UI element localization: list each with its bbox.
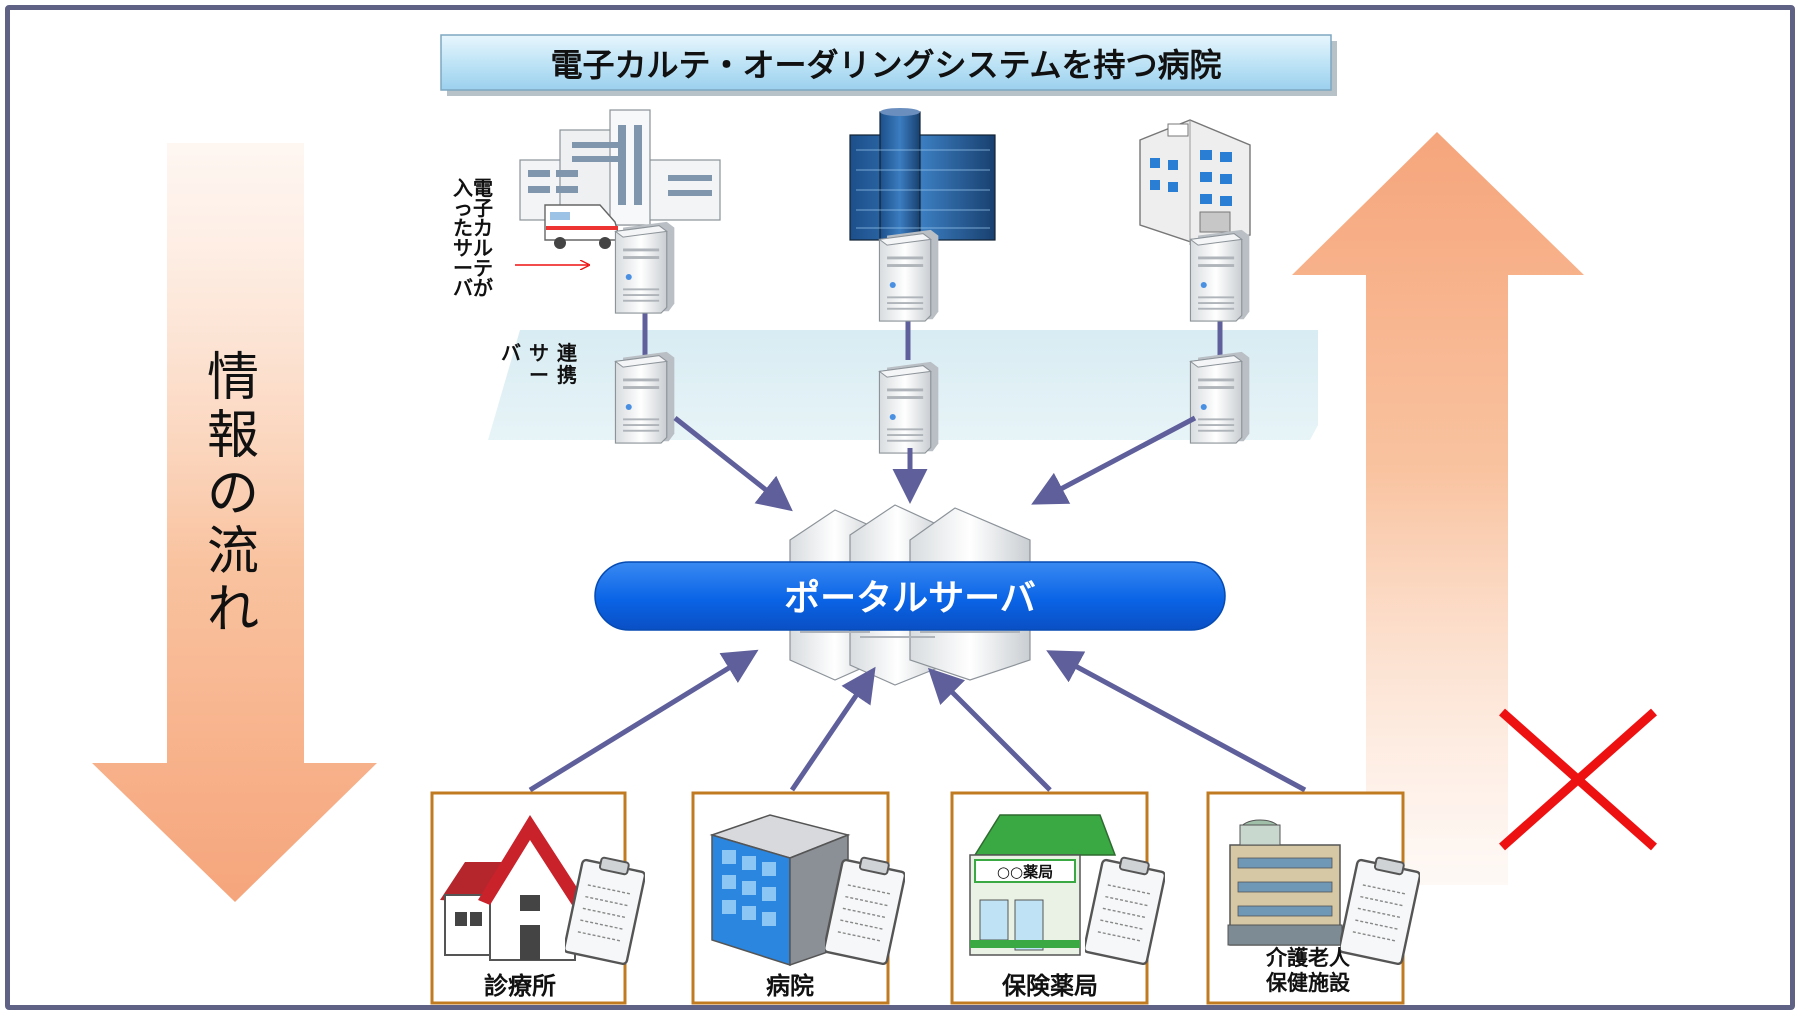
vertical-char: サ <box>529 341 549 365</box>
vertical-char: れ <box>207 580 259 640</box>
facility-card-clinic: 診療所 <box>430 791 645 1005</box>
ehr-server-icon-3 <box>1189 229 1250 322</box>
vertical-char: っ <box>453 196 473 220</box>
portal-label: ポータルサーバ <box>784 577 1036 619</box>
vertical-char: ル <box>473 236 493 260</box>
facility-card-pharmacy: ○○薬局 保険薬局 <box>950 791 1165 1005</box>
ehr-server-label-text: 電子カルテが 入ったサーバ <box>453 176 493 300</box>
vertical-char: ー <box>453 256 473 280</box>
vertical-char: 電 <box>473 176 493 200</box>
portal-server-pill: ポータルサーバ <box>594 561 1226 631</box>
facility-label: 保険薬局 <box>1001 972 1098 1000</box>
info-flow-arrow-up <box>1292 132 1584 885</box>
link-server-label: 連携サーバ <box>501 341 578 387</box>
clinic-house-icon <box>440 815 585 961</box>
hospital-building-left-icon <box>519 109 721 249</box>
page-title: 電子カルテ・オーダリングシステムを持つ病院 <box>550 46 1221 84</box>
ehr-server-label: 電子カルテが 入ったサーバ <box>453 176 588 300</box>
facility-label-line: 介護老人 <box>1265 946 1350 970</box>
vertical-char: の <box>207 464 259 524</box>
hospital-building-right-icon <box>1139 119 1251 246</box>
pharmacy-sign: ○○薬局 <box>997 863 1053 881</box>
upload-arrows <box>673 415 1197 512</box>
vertical-char: カ <box>473 216 493 240</box>
link-server-label-text: 連携サーバ <box>501 341 578 387</box>
vertical-char: バ <box>501 341 521 365</box>
facility-arrows <box>528 649 1307 793</box>
vertical-char: サ <box>453 236 473 260</box>
title-banner: 電子カルテ・オーダリングシステムを持つ病院 <box>440 34 1337 96</box>
vertical-char: 入 <box>453 176 473 200</box>
ehr-server-icon-1 <box>614 221 675 314</box>
vertical-char: 携 <box>557 363 577 387</box>
pharmacy-store-icon: ○○薬局 <box>969 814 1117 956</box>
facility-card-care-facility: 介護老人保健施設 <box>1206 791 1420 1005</box>
flow-label: 情報の流れ <box>207 348 259 640</box>
vertical-char: が <box>473 276 493 300</box>
vertical-char: ー <box>529 363 549 387</box>
facility-label: 病院 <box>766 972 814 1000</box>
vertical-char: 子 <box>473 196 493 220</box>
vertical-char: 報 <box>207 406 259 466</box>
link-server-icon-1 <box>614 351 675 444</box>
ehr-server-icon-2 <box>878 229 939 322</box>
facility-label: 診療所 <box>484 972 556 1000</box>
link-server-icon-2 <box>878 361 939 454</box>
facility-label-line: 保健施設 <box>1265 971 1351 995</box>
vertical-char: バ <box>453 276 473 300</box>
vertical-char: 流 <box>207 522 259 582</box>
vertical-char: 連 <box>557 341 578 365</box>
link-server-icon-3 <box>1189 351 1250 444</box>
care-facility-building-icon <box>1227 819 1343 946</box>
cross-mark-icon <box>1499 708 1657 851</box>
vertical-char: テ <box>473 256 493 280</box>
facility-card-hospital: 病院 <box>691 791 905 1005</box>
hospital-building-center-icon <box>849 108 996 243</box>
hospital-tower-icon <box>709 814 851 967</box>
facility-label: 介護老人保健施設 <box>1265 946 1351 995</box>
vertical-char: た <box>453 216 473 240</box>
info-flow-arrow-down: 情報の流れ <box>92 143 377 902</box>
vertical-char: 情 <box>207 348 259 408</box>
